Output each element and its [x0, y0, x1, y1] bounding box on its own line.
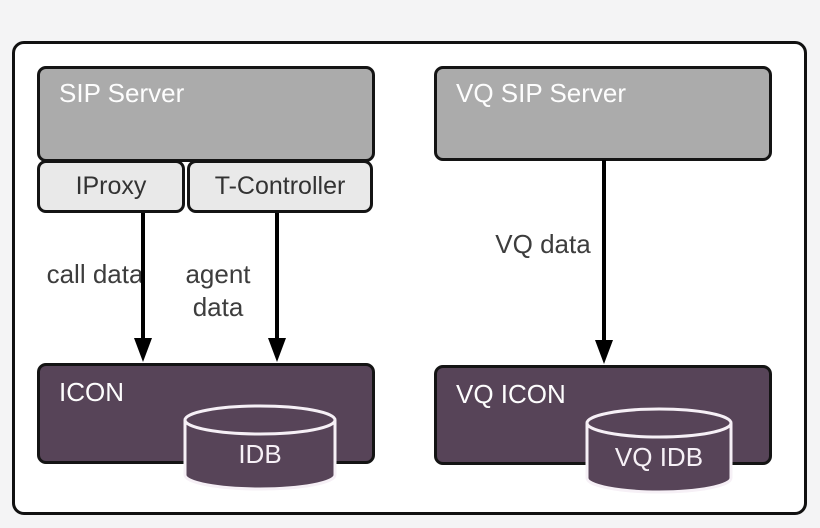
idb-label: IDB	[238, 439, 281, 469]
vq-data-arrow	[595, 160, 613, 364]
vq-data-label: VQ data	[495, 229, 591, 259]
vq-icon-label: VQ ICON	[456, 379, 566, 409]
agent-data-label: agent data	[185, 259, 251, 322]
node-t-controller: T-Controller	[187, 160, 373, 213]
call-data-arrow	[134, 213, 152, 362]
icon-label: ICON	[59, 377, 124, 407]
call-data-label: call data	[46, 259, 144, 289]
t-controller-label: T-Controller	[214, 172, 346, 200]
idb-database-cylinder: IDB	[183, 404, 337, 491]
vq-idb-label: VQ IDB	[615, 442, 703, 472]
node-iproxy: IProxy	[37, 160, 185, 213]
sip-server-label: SIP Server	[59, 78, 185, 108]
agent-data-arrow	[268, 213, 286, 362]
node-sip-server: SIP Server	[37, 66, 375, 162]
iproxy-label: IProxy	[75, 172, 147, 200]
vq-sip-server-label: VQ SIP Server	[456, 78, 627, 108]
node-vq-sip-server: VQ SIP Server	[434, 66, 772, 161]
vq-idb-database-cylinder: VQ IDB	[585, 407, 733, 494]
